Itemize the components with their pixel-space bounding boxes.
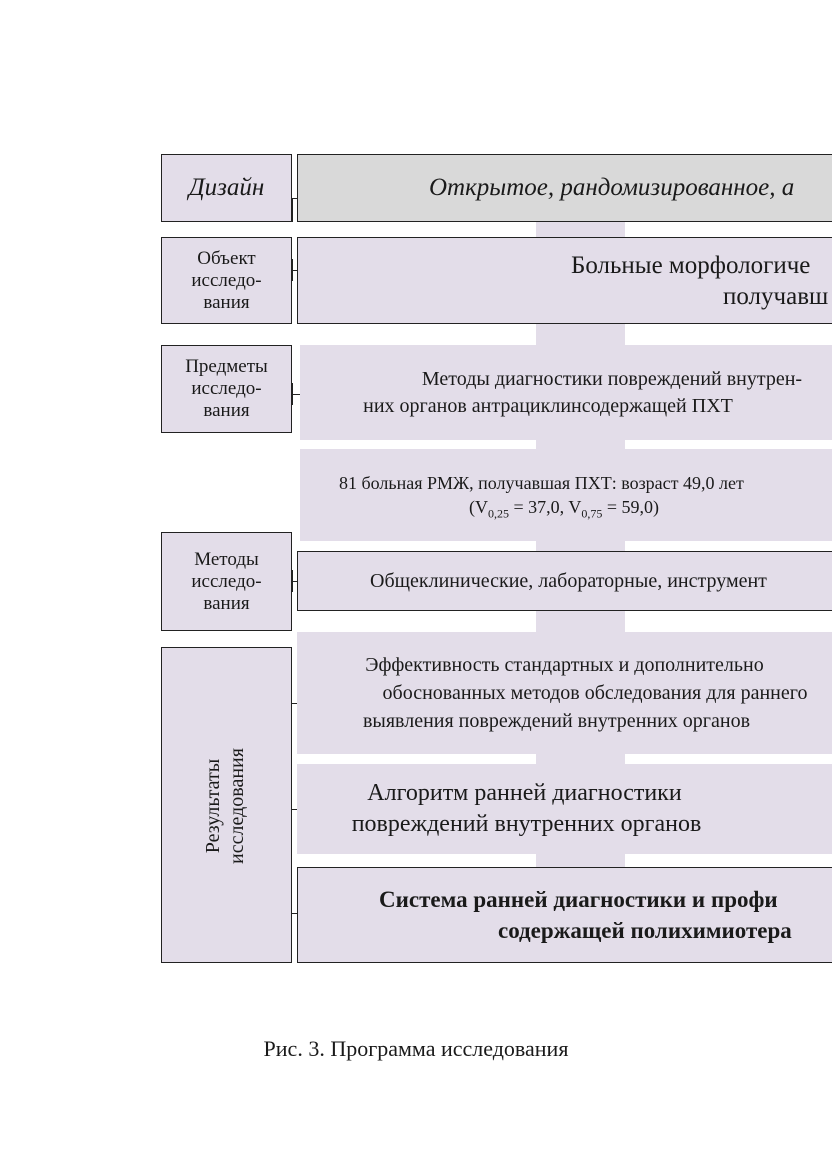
label-results-rotated: Результаты исследования (202, 748, 248, 864)
connector-subjects (292, 394, 300, 395)
connector-object (292, 270, 298, 271)
label-design: Дизайн (161, 154, 292, 222)
label-object: Объект исследо- вания (161, 237, 292, 324)
connector-system (292, 913, 298, 914)
box-design: Открытое, рандомизированное, а (297, 154, 832, 222)
box-patients: 81 больная РМЖ, получавшая ПХТ: возраст … (300, 449, 832, 541)
patients-quartiles: (V0,25 = 37,0, V0,75 = 59,0) (469, 497, 659, 521)
label-subjects: Предметы исследо- вания (161, 345, 292, 433)
central-connector (536, 222, 625, 867)
box-algorithm: Алгоритм ранней диагностики повреждений … (297, 764, 832, 854)
label-results: Результаты исследования (161, 647, 292, 963)
connector-effectiveness (292, 703, 298, 704)
connector-algorithm (292, 809, 298, 810)
label-methods: Методы исследо- вания (161, 532, 292, 631)
connector-methods (292, 581, 298, 582)
box-design-text: Открытое, рандомизированное, а (429, 174, 795, 201)
box-effectiveness: Эффективность стандартных и дополнительн… (297, 632, 832, 754)
label-design-text: Дизайн (188, 174, 265, 201)
box-subjects: Методы диагностики повреждений внутрен- … (300, 345, 832, 440)
connector-design (292, 198, 298, 199)
box-object: Больные морфологиче получавш (297, 237, 832, 324)
figure-caption: Рис. 3. Программа исследования (263, 1036, 569, 1061)
box-system: Система ранней диагностики и профи содер… (297, 867, 832, 963)
box-methods: Общеклинические, лабораторные, инструмен… (297, 551, 832, 611)
